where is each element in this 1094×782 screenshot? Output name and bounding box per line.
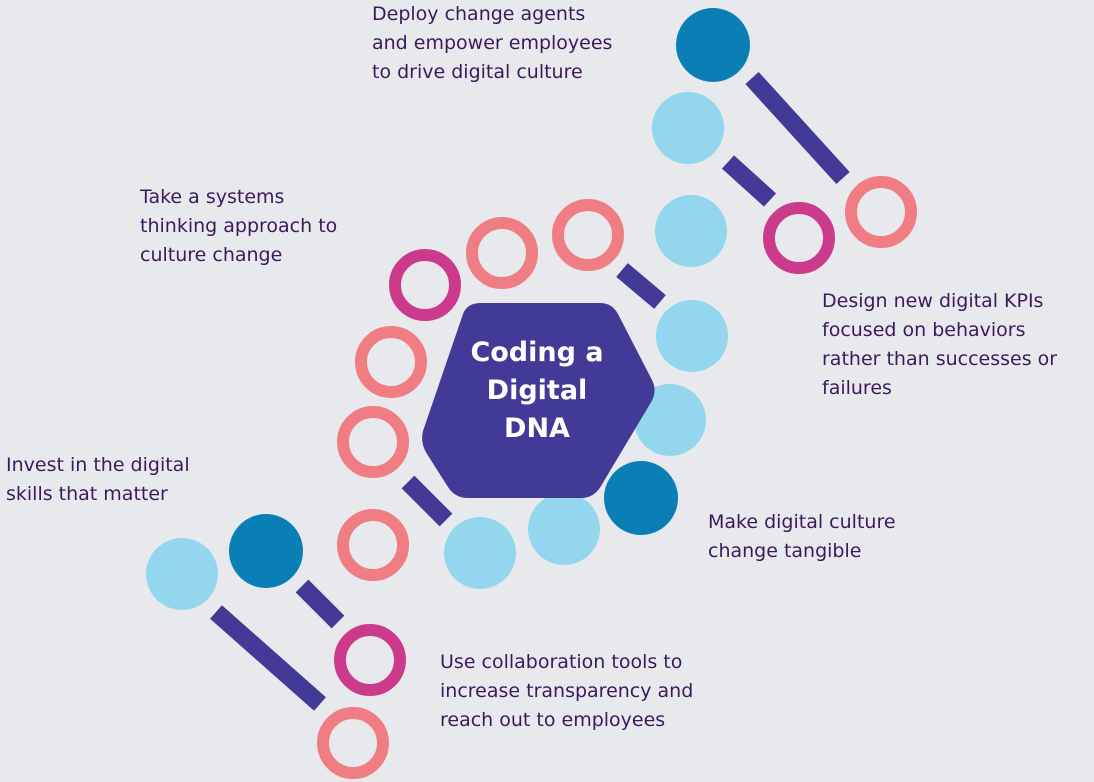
rung-upper-middle bbox=[616, 263, 666, 309]
ring-magenta-right bbox=[763, 202, 835, 274]
node-light-blue-right-3 bbox=[634, 384, 706, 456]
node-light-blue-upper-right bbox=[652, 92, 724, 164]
center-hexagon bbox=[422, 303, 655, 498]
node-dark-blue-bottom-left bbox=[229, 514, 303, 588]
ring-salmon-left-1 bbox=[355, 326, 427, 398]
ring-salmon-top bbox=[552, 199, 624, 271]
ring-salmon-left-2 bbox=[337, 406, 409, 478]
label-deploy-change-agents: Deploy change agents and empower employe… bbox=[372, 3, 613, 83]
rung-top-right-short bbox=[721, 155, 777, 207]
label-collaboration-tools: Use collaboration tools to increase tran… bbox=[440, 651, 694, 731]
node-light-blue-bottom-left bbox=[146, 538, 218, 610]
node-light-blue-right-1 bbox=[655, 195, 727, 267]
rung-bottom-left-short bbox=[295, 579, 345, 629]
rung-lower-middle bbox=[401, 475, 453, 527]
ring-magenta-upper-left bbox=[389, 249, 461, 321]
node-light-blue-right-2 bbox=[656, 300, 728, 372]
ring-salmon-left-3 bbox=[337, 509, 409, 581]
ring-salmon-right bbox=[845, 176, 917, 248]
ring-salmon-upper bbox=[466, 217, 538, 289]
label-systems-thinking: Take a systems thinking approach to cult… bbox=[140, 186, 338, 266]
rung-top-right-long bbox=[745, 71, 850, 185]
rung-bottom-left-long bbox=[210, 605, 326, 711]
node-dark-blue-right bbox=[604, 461, 678, 535]
center-title: Coding a Digital DNA bbox=[470, 337, 604, 444]
node-dark-blue-top bbox=[676, 8, 750, 82]
node-light-blue-bottom-2 bbox=[444, 517, 516, 589]
label-digital-kpis: Design new digital KPIs focused on behav… bbox=[822, 290, 1058, 399]
ring-salmon-bottom bbox=[317, 707, 389, 779]
label-digital-skills: Invest in the digital skills that matter bbox=[6, 454, 190, 505]
node-light-blue-bottom-1 bbox=[528, 493, 600, 565]
ring-magenta-bottom bbox=[334, 624, 406, 696]
label-culture-tangible: Make digital culture change tangible bbox=[708, 511, 896, 562]
